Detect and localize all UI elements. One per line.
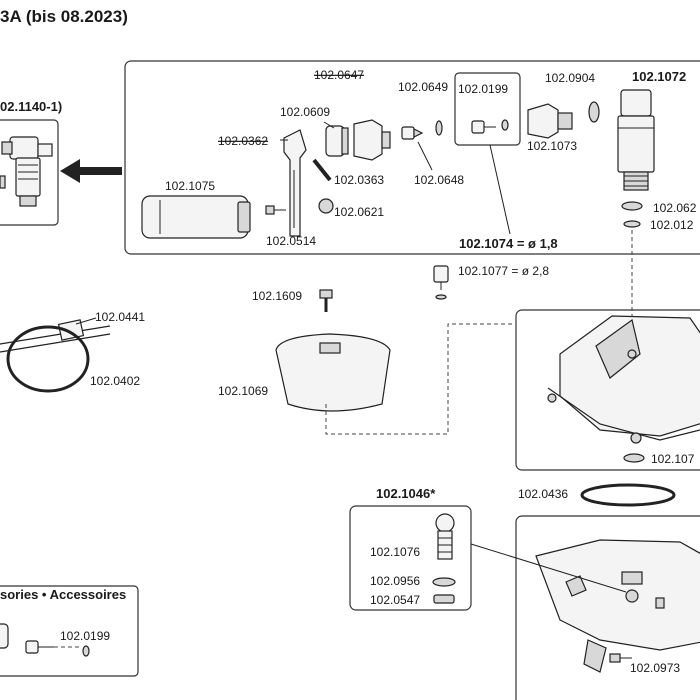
label-0363: 102.0363 xyxy=(334,173,384,187)
part-0199-top xyxy=(471,119,509,134)
part-0956 xyxy=(432,577,456,587)
set-1046-box xyxy=(349,505,472,611)
part-0547 xyxy=(433,594,455,604)
valve-1140-drawing xyxy=(0,136,53,207)
part-0199-accessory xyxy=(0,623,90,657)
label-062: 102.062 xyxy=(653,201,697,215)
page-title: 3A (bis 08.2023) xyxy=(0,7,128,26)
label-0199-accessory: 102.0199 xyxy=(60,629,110,643)
part-0973 xyxy=(609,653,632,663)
part-0362 xyxy=(283,129,307,237)
label-0956: 102.0956 xyxy=(370,574,420,588)
label-0621: 102.0621 xyxy=(334,205,384,219)
washer-062 xyxy=(621,201,643,211)
part-0648 xyxy=(401,126,424,140)
lower-bowl-box xyxy=(515,515,700,700)
bowl-box xyxy=(515,309,700,471)
part-0436 xyxy=(580,483,676,507)
label-0648: 102.0648 xyxy=(414,173,464,187)
label-1069: 102.1069 xyxy=(218,384,268,398)
label-1140: 02.1140-1) xyxy=(0,99,62,114)
label-0973: 102.0973 xyxy=(630,661,680,675)
part-0647 xyxy=(353,119,391,161)
label-0514: 102.0514 xyxy=(266,234,316,248)
label-1077: 102.1077 = ø 2,8 xyxy=(458,264,549,278)
label-0199-top: 102.0199 xyxy=(458,82,508,96)
leader-1074 xyxy=(489,144,511,235)
label-012: 102.012 xyxy=(650,218,694,232)
arrow-left-icon xyxy=(60,159,122,183)
label-1074: 102.1074 = ø 1,8 xyxy=(459,236,558,251)
part-0363 xyxy=(312,158,332,182)
part-0649 xyxy=(435,120,443,136)
part-1072 xyxy=(617,89,655,191)
valve-assembly-box xyxy=(124,60,700,255)
label-0436: 102.0436 xyxy=(518,487,568,501)
label-1076: 102.1076 xyxy=(370,545,420,559)
label-0647: 102.0647 xyxy=(314,68,364,82)
part-107x-washer xyxy=(623,453,645,463)
inner-box-0199 xyxy=(454,72,521,146)
bowl-lower-drawing xyxy=(535,539,700,673)
label-0402: 102.0402 xyxy=(90,374,140,388)
part-1609 xyxy=(319,289,333,312)
label-1046: 102.1046* xyxy=(376,486,436,501)
part-1069 xyxy=(275,333,391,412)
label-0904: 102.0904 xyxy=(545,71,595,85)
part-1076 xyxy=(435,513,455,560)
leader-1046 xyxy=(470,543,627,593)
left-valve-box xyxy=(0,119,59,226)
label-0547: 102.0547 xyxy=(370,593,420,607)
part-1077 xyxy=(433,265,449,300)
part-0609 xyxy=(325,125,349,157)
label-1609: 102.1609 xyxy=(252,289,302,303)
accessories-title: sories • Accessoires xyxy=(0,587,126,602)
label-1073: 102.1073 xyxy=(527,139,577,153)
label-0609: 102.0609 xyxy=(280,105,330,119)
label-1072: 102.1072 xyxy=(632,69,686,84)
part-1075 xyxy=(141,195,251,239)
part-0402 xyxy=(6,325,90,393)
accessories-box xyxy=(0,585,139,677)
bowl-upper-drawing xyxy=(547,315,700,444)
part-0441 xyxy=(0,317,111,353)
washer-012 xyxy=(623,220,641,228)
part-0514 xyxy=(265,205,286,215)
label-1075: 102.1075 xyxy=(165,179,215,193)
label-0441: 102.0441 xyxy=(95,310,145,324)
label-0362: 102.0362 xyxy=(218,134,268,148)
label-0649: 102.0649 xyxy=(398,80,448,94)
label-107: 102.107 xyxy=(651,452,695,466)
part-0904 xyxy=(588,101,600,123)
part-1073 xyxy=(527,103,573,139)
part-0621 xyxy=(318,198,334,214)
